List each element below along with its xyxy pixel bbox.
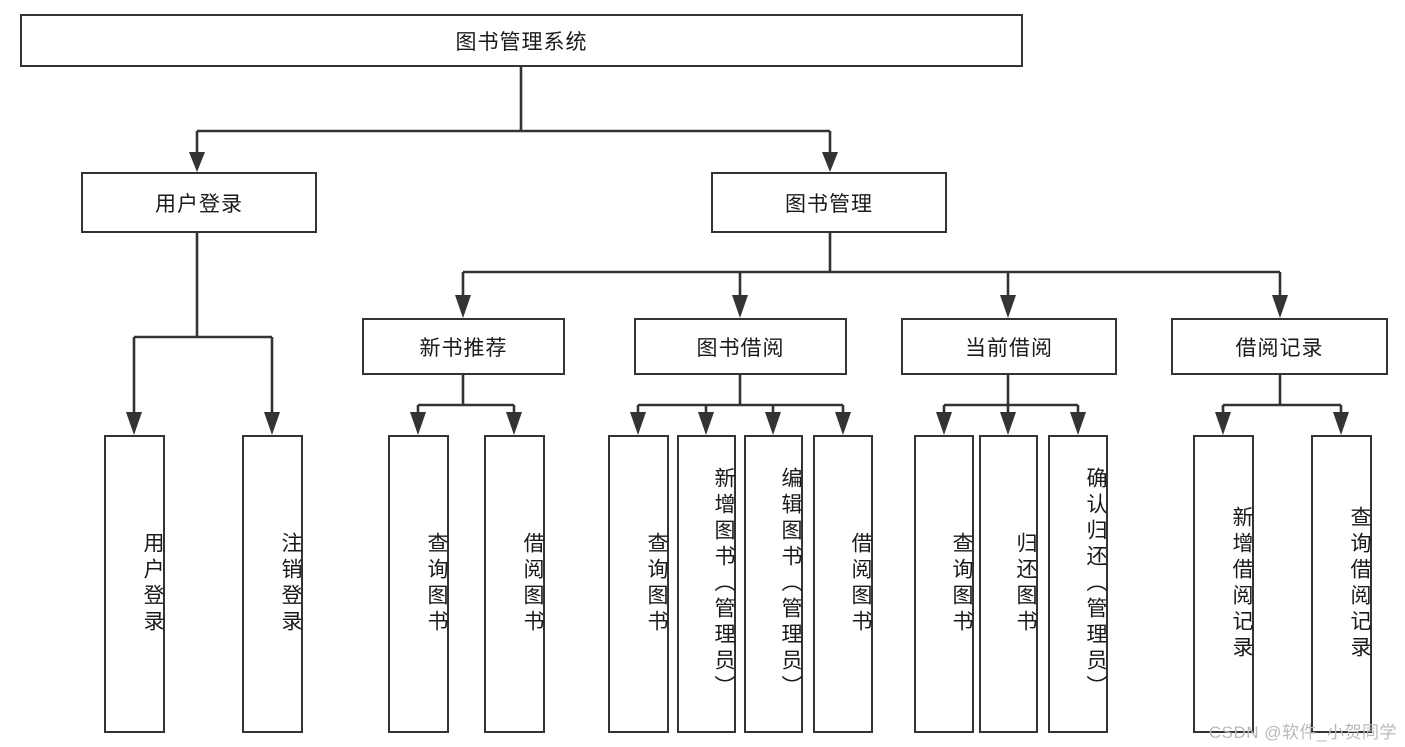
node-leaf-add-record-label: 新增借阅记录 (1230, 506, 1253, 662)
node-leaf-query-record[interactable]: 查询借阅记录 (1311, 435, 1372, 733)
node-leaf-query-book-1-label: 查询图书 (425, 532, 448, 636)
node-leaf-confirm-return-label: 确认归还（管理员） (1084, 467, 1107, 701)
node-leaf-add-book-label: 新增图书（管理员） (712, 467, 735, 701)
node-leaf-confirm-return[interactable]: 确认归还（管理员） (1048, 435, 1108, 733)
node-leaf-borrow-book-2[interactable]: 借阅图书 (813, 435, 873, 733)
node-new-book-recommend[interactable]: 新书推荐 (362, 318, 565, 375)
node-borrow-record[interactable]: 借阅记录 (1171, 318, 1388, 375)
node-leaf-logout[interactable]: 注销登录 (242, 435, 303, 733)
node-leaf-query-book-1[interactable]: 查询图书 (388, 435, 449, 733)
node-borrow-record-label: 借阅记录 (1235, 336, 1324, 360)
node-book-manage-label: 图书管理 (785, 192, 873, 216)
node-leaf-add-book[interactable]: 新增图书（管理员） (677, 435, 736, 733)
csdn-watermark: CSDN @软件_小贺同学 (1208, 723, 1397, 742)
node-root[interactable]: 图书管理系统 (20, 14, 1023, 67)
node-leaf-return-book[interactable]: 归还图书 (979, 435, 1038, 733)
node-leaf-edit-book[interactable]: 编辑图书（管理员） (744, 435, 803, 733)
node-leaf-add-record[interactable]: 新增借阅记录 (1193, 435, 1254, 733)
node-leaf-query-book-2[interactable]: 查询图书 (608, 435, 669, 733)
node-root-label: 图书管理系统 (455, 30, 588, 54)
node-current-borrow[interactable]: 当前借阅 (901, 318, 1117, 375)
node-leaf-borrow-book-1[interactable]: 借阅图书 (484, 435, 545, 733)
node-leaf-query-record-label: 查询借阅记录 (1348, 506, 1371, 662)
node-leaf-edit-book-label: 编辑图书（管理员） (779, 467, 802, 701)
node-current-borrow-label: 当前借阅 (965, 336, 1053, 360)
node-leaf-user-login[interactable]: 用户登录 (104, 435, 165, 733)
node-leaf-logout-label: 注销登录 (279, 532, 302, 636)
node-leaf-user-login-label: 用户登录 (141, 532, 164, 636)
node-leaf-query-book-2-label: 查询图书 (645, 532, 668, 636)
node-leaf-query-book-3[interactable]: 查询图书 (914, 435, 974, 733)
node-book-manage[interactable]: 图书管理 (711, 172, 947, 233)
node-leaf-query-book-3-label: 查询图书 (950, 532, 973, 636)
node-leaf-borrow-book-1-label: 借阅图书 (521, 532, 544, 636)
node-book-borrow[interactable]: 图书借阅 (634, 318, 847, 375)
node-user-login-label: 用户登录 (155, 192, 243, 216)
node-book-borrow-label: 图书借阅 (696, 336, 785, 360)
node-leaf-return-book-label: 归还图书 (1014, 532, 1037, 636)
node-new-book-recommend-label: 新书推荐 (419, 336, 508, 360)
node-leaf-borrow-book-2-label: 借阅图书 (849, 532, 872, 636)
node-user-login[interactable]: 用户登录 (81, 172, 317, 233)
